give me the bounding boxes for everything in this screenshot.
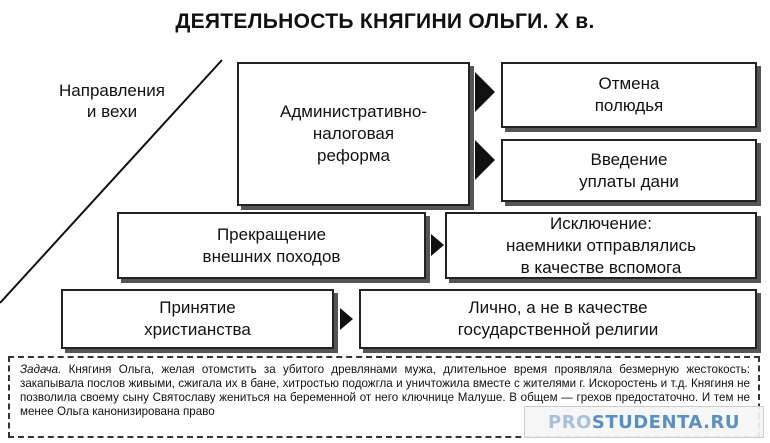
watermark-part1: PRO (548, 411, 592, 433)
arrow-icon (340, 308, 353, 330)
box-personal-faith: Лично, а не в качестве государственной р… (359, 289, 757, 349)
box-exception: Исключение: наемники отправлялись в каче… (445, 212, 757, 279)
box-cancel-poludye: Отмена полюдья (501, 62, 757, 128)
task-box: Задача. Княгиня Ольга, желая отомстить з… (8, 356, 760, 438)
task-lead: Задача. (20, 363, 62, 376)
axis-label: Направления и вехи (59, 81, 165, 121)
box-christianity: Принятие христианства (61, 289, 334, 349)
page-title: ДЕЯТЕЛЬНОСТЬ КНЯГИНИ ОЛЬГИ. X в. (175, 10, 595, 33)
box-tribute: Введение уплаты дани (501, 139, 757, 202)
watermark-part2: STUDENTA.RU (591, 411, 740, 433)
arrow-icon (431, 234, 444, 256)
diagonal-line (0, 59, 223, 304)
arrow-icon (475, 140, 495, 180)
arrow-icon (475, 72, 495, 112)
box-stop-campaigns: Прекращение внешних походов (117, 212, 426, 279)
box-admin-reform: Административно- налоговая реформа (237, 62, 470, 206)
task-text: Княгиня Ольга, желая отомстить за убитог… (20, 363, 750, 418)
